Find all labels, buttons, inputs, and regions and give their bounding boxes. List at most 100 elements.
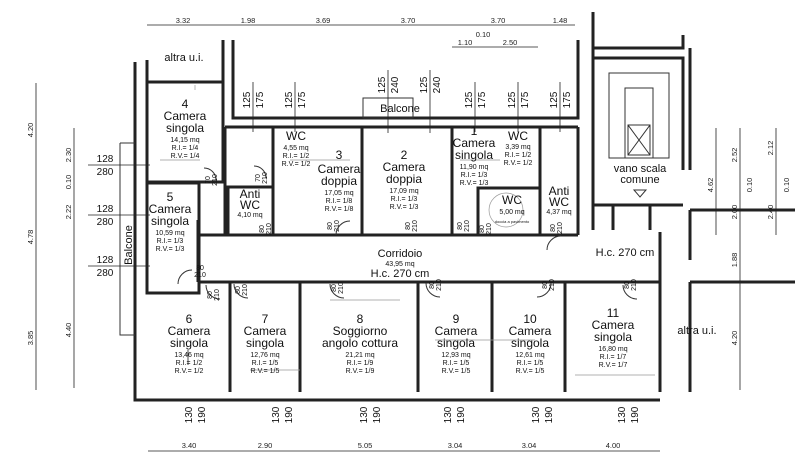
room-area: 12,76 mq: [250, 352, 279, 359]
door-height: 210: [464, 220, 471, 232]
bath-area: 4,55 mq: [283, 145, 308, 152]
other-unit-label: altra u.i.: [677, 325, 716, 337]
window-width: 125: [419, 76, 430, 93]
room-rv: R.V.= 1/3: [390, 204, 419, 211]
room-area: 17,05 mq: [324, 190, 353, 197]
balcony-label: Balcone: [380, 103, 420, 115]
door-height: 210: [557, 222, 564, 234]
room-type: Soggiorno: [333, 324, 388, 338]
room-type: singola: [166, 121, 204, 135]
door-width: 80: [550, 224, 557, 232]
room-rv: R.V.= 1/3: [460, 180, 489, 187]
dim-label: 5.05: [358, 441, 373, 450]
shower-note: doccia a pavimento: [495, 219, 530, 224]
door-width: 80: [479, 225, 486, 233]
dim-label: 1.98: [241, 16, 256, 25]
right-dimensions: 4.62 2.52 0.10 2.00 2.12 0.10 2.40 1.88 …: [706, 128, 791, 390]
window-width: 125: [549, 91, 560, 108]
window-height: 175: [477, 91, 488, 108]
bath-label: WC: [286, 129, 306, 143]
dim-label: 0.10: [476, 30, 491, 39]
room-ri: R.I.= 1/5: [517, 360, 544, 367]
room-number: 3: [336, 148, 343, 162]
door-height: 210: [334, 220, 341, 232]
dim-label: 0.10: [64, 175, 73, 190]
room-rv: R.V.= 1/3: [156, 246, 185, 253]
room-9: 9 Camera singola 12,93 mq R.I.= 1/5 R.V.…: [435, 312, 478, 375]
room-rv: R.V.= 1/9: [346, 368, 375, 375]
door-height: 210: [214, 289, 221, 301]
dim-label: 4.00: [606, 441, 621, 450]
room-1: 1 Camera singola 11,90 mq R.I.= 1/3 R.V.…: [453, 124, 496, 187]
room-number: 1: [471, 124, 478, 138]
dim-label: 2.40: [766, 205, 775, 220]
room-type: Camera: [509, 324, 552, 338]
window-height: 240: [390, 76, 401, 93]
room-type: singola: [437, 336, 475, 350]
room-ri: R.I.= 1/2: [176, 360, 203, 367]
rooms: 4 Camera singola 14,15 mq R.I.= 1/4 R.V.…: [149, 97, 635, 375]
window-width: 128: [97, 204, 114, 215]
stair-label: comune: [620, 174, 659, 186]
door-height: 210: [436, 279, 443, 291]
anti-wc-1: Anti WC 4,10 mq: [237, 187, 262, 219]
bath-rv: R.V.= 1/2: [504, 160, 533, 167]
door-width: 80: [196, 265, 204, 272]
window-height: 280: [97, 217, 114, 228]
door-width: 80: [327, 222, 334, 230]
room-area: 11,90 mq: [460, 164, 489, 171]
door-height: 210: [338, 282, 345, 294]
ceiling-height: H.c. 270 cm: [596, 247, 655, 259]
room-area: 21,21 mq: [345, 352, 374, 359]
door-width: 80: [429, 281, 436, 289]
top-dimensions: 3.32 1.98 3.69 3.70 3.70 1.48 0.10 1.10 …: [147, 16, 575, 48]
dim-label: 1.48: [553, 16, 568, 25]
corridor-label: Corridoio: [378, 248, 423, 260]
ceiling-height: H.c. 270 cm: [371, 268, 430, 280]
room-ri: R.I.= 1/3: [461, 172, 488, 179]
dim-label: 0.10: [745, 178, 754, 193]
room-type: Camera: [453, 136, 496, 150]
room-10: 10 Camera singola 12,61 mq R.I.= 1/5 R.V…: [509, 312, 552, 375]
bottom-dimensions: 3.40 2.90 5.05 3.04 3.04 4.00: [148, 441, 660, 452]
room-rv: R.V.= 1/2: [175, 368, 204, 375]
dim-label: 2.12: [766, 141, 775, 156]
window-height: 190: [372, 406, 383, 423]
room-ri: R.I.= 1/4: [172, 145, 199, 152]
window-height: 190: [456, 406, 467, 423]
room-rv: R.V.= 1/8: [325, 206, 354, 213]
room-type: Camera: [318, 162, 361, 176]
dim-label: 2.90: [258, 441, 273, 450]
room-4: 4 Camera singola 14,15 mq R.I.= 1/4 R.V.…: [164, 97, 207, 160]
door-height: 210: [631, 279, 638, 291]
room-type: Camera: [149, 202, 192, 216]
door-width: 80: [405, 222, 412, 230]
bath-ri: R.I.= 1/2: [283, 153, 310, 160]
window-height: 240: [432, 76, 443, 93]
room-rv: R.V.= 1/4: [171, 153, 200, 160]
door-height: 210: [212, 174, 219, 186]
dim-label: 2.52: [730, 148, 739, 163]
bath-label: WC: [508, 129, 528, 143]
room-number: 2: [401, 148, 408, 162]
room-ri: R.I.= 1/3: [157, 238, 184, 245]
dim-label: 4.62: [706, 178, 715, 193]
room-number: 9: [453, 312, 460, 326]
wc-3: WC 5,00 mq doccia a pavimento: [488, 192, 530, 228]
door-height: 210: [412, 220, 419, 232]
bathrooms: WC 4,55 mq R.I.= 1/2 R.V.= 1/2 WC 3,39 m…: [237, 129, 572, 228]
room-area: 17,09 mq: [389, 188, 418, 195]
room-area: 14,15 mq: [170, 137, 199, 144]
bath-area: 4,37 mq: [546, 209, 571, 216]
room-type: singola: [511, 336, 549, 350]
room-rv: R.V.= 1/7: [599, 362, 628, 369]
window-height: 190: [284, 406, 295, 423]
